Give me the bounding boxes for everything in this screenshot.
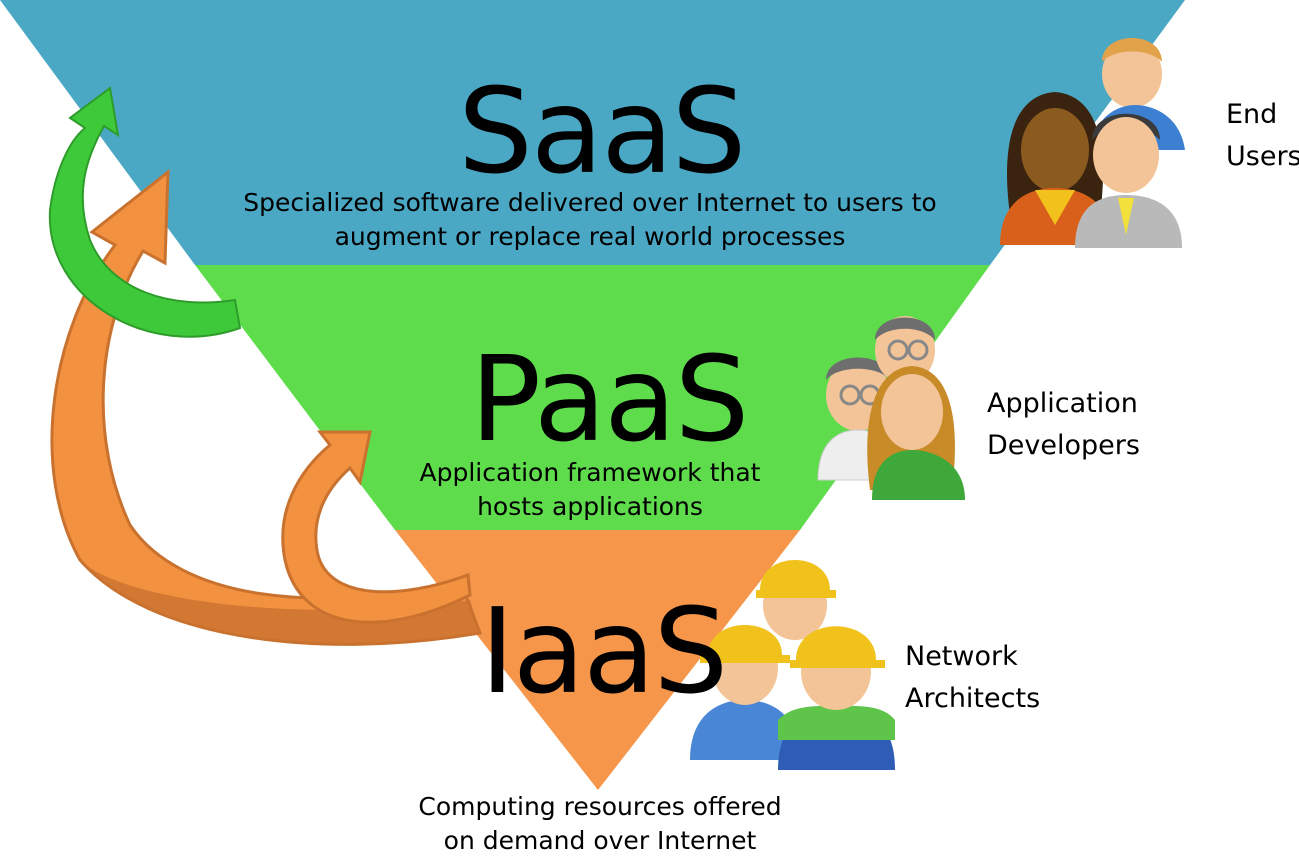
iaas-description: Computing resources offered on demand ov… <box>380 790 820 858</box>
paas-title: PaaS <box>470 330 749 468</box>
end-users-icon <box>1000 38 1185 248</box>
saas-description: Specialized software delivered over Inte… <box>200 186 980 254</box>
paas-description-line-1: Application framework that <box>419 458 761 487</box>
iaas-to-paas-arrow <box>281 430 472 624</box>
end-users-label: End Users <box>1226 94 1299 178</box>
paas-to-saas-arrow <box>48 86 242 338</box>
saas-layer <box>0 0 1185 265</box>
architects-icon <box>690 560 895 770</box>
saas-title: SaaS <box>458 62 746 200</box>
developers-icon <box>817 316 965 500</box>
iaas-layer <box>395 530 800 790</box>
iaas-description-line-2: on demand over Internet <box>443 826 757 855</box>
saas-description-line-1: Specialized software delivered over Inte… <box>243 188 937 217</box>
paas-description-line-2: hosts applications <box>477 492 703 521</box>
end-users-label-line-1: End <box>1226 99 1278 130</box>
saas-description-line-2: augment or replace real world processes <box>334 222 846 251</box>
architects-label: Network Architects <box>905 636 1040 720</box>
iaas-description-line-1: Computing resources offered <box>418 792 782 821</box>
architects-label-line-1: Network <box>905 641 1018 672</box>
developers-label-line-2: Developers <box>987 430 1140 461</box>
end-users-label-line-2: Users <box>1226 141 1299 172</box>
paas-description: Application framework that hosts applica… <box>390 456 790 524</box>
iaas-title: IaaS <box>480 582 728 720</box>
developers-label: Application Developers <box>987 383 1140 467</box>
developers-label-line-1: Application <box>987 388 1138 419</box>
paas-layer <box>195 265 990 530</box>
architects-label-line-2: Architects <box>905 683 1041 714</box>
